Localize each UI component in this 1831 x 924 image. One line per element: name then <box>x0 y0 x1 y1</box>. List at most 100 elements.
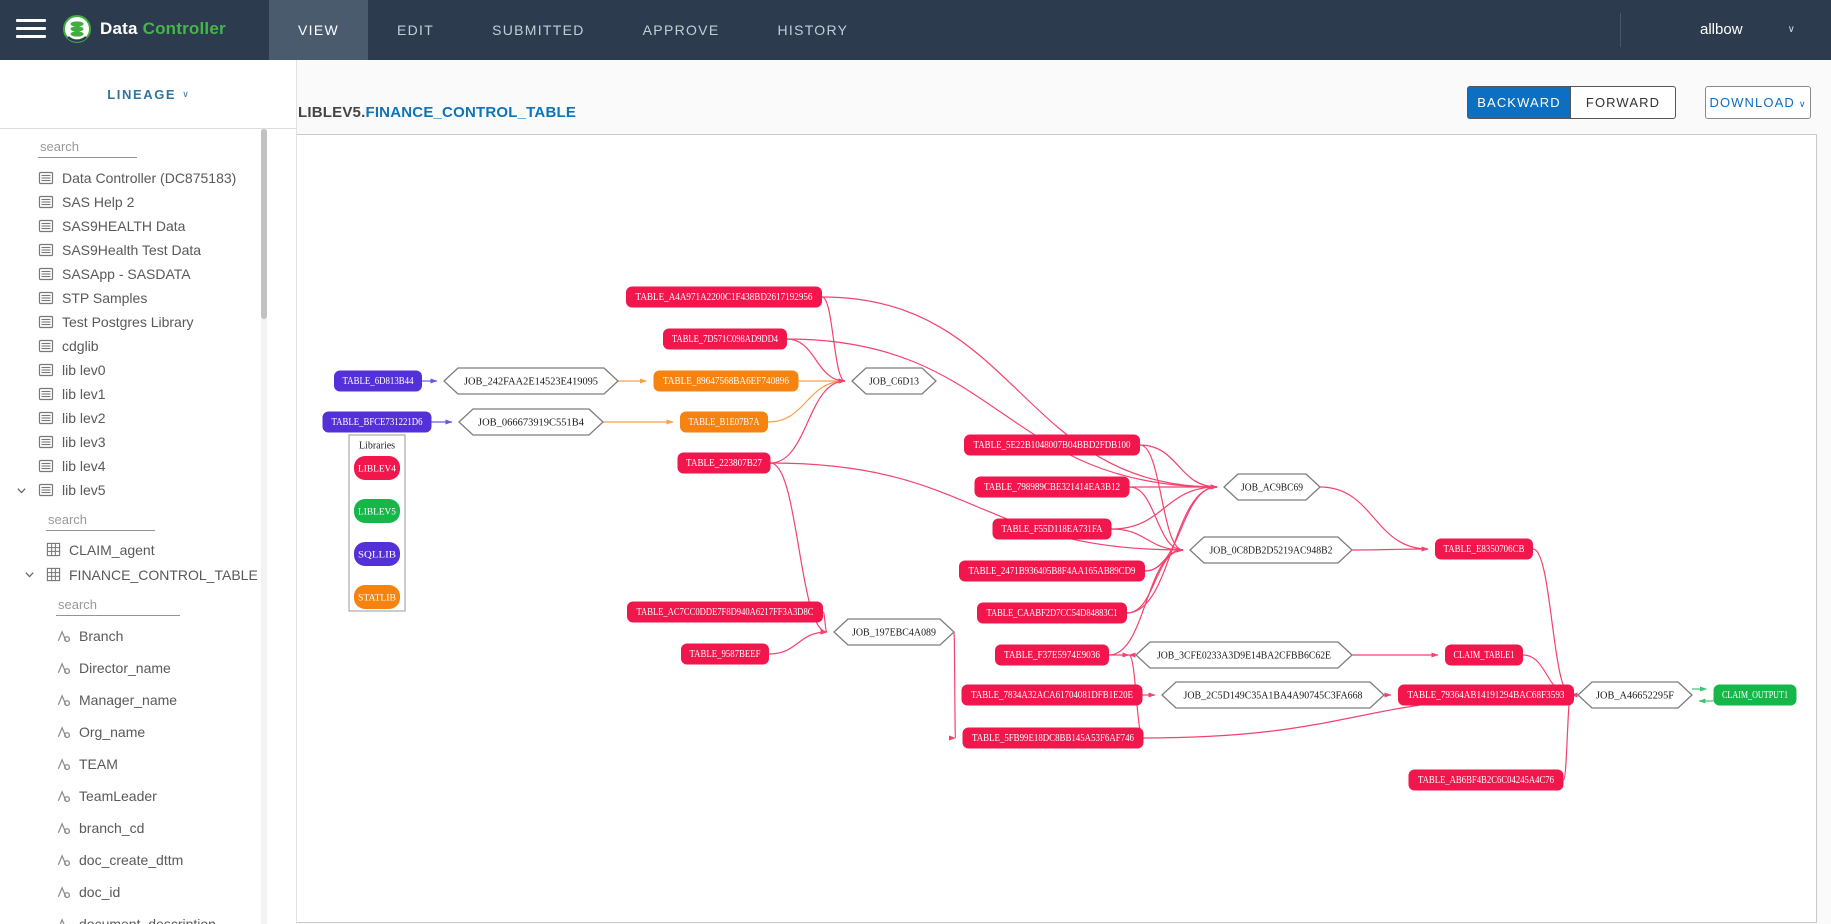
table-label: TABLE_5E22B1048007B04BBD2FDB100 <box>974 440 1131 451</box>
table-node-table_7d571c098ad9dd4[interactable]: TABLE_7D571C098AD9DD4 <box>663 328 787 350</box>
column-search-input[interactable] <box>56 595 180 616</box>
table-node-table_ab6bf4b2c6c04245a4c76[interactable]: TABLE_AB6BF4B2C6C04245A4C76 <box>1408 769 1564 791</box>
backward-button[interactable]: BACKWARD <box>1467 86 1570 119</box>
sidebar-item-library[interactable]: lib lev5 <box>0 478 296 502</box>
library-search-input[interactable] <box>38 137 137 158</box>
user-menu[interactable]: allbow ∨ <box>1620 0 1831 60</box>
table-node-table_79364ab14191294bac68f3593[interactable]: TABLE_79364AB14191294BAC68F3593 <box>1398 684 1574 706</box>
table-node-table_798989cbe321414ea3b12[interactable]: TABLE_798989CBE321414EA3B12 <box>974 476 1130 498</box>
sidebar-item-column[interactable]: doc_create_dttm <box>0 844 296 876</box>
navbar-divider <box>1620 13 1621 47</box>
library-icon <box>38 339 54 353</box>
table-node-table_caabf2d7cc54d84883c1[interactable]: TABLE_CAABF2D7CC54D84883C1 <box>977 602 1127 624</box>
table-label: CLAIM_TABLE1 <box>1454 650 1515 661</box>
sidebar-item-library[interactable]: SAS9HEALTH Data <box>0 214 296 238</box>
legend-swatch <box>354 585 400 609</box>
table-label: TABLE_6D813B44 <box>343 376 415 387</box>
table-node-table_f55d118ea731fa[interactable]: TABLE_F55D118EA731FA <box>992 518 1112 540</box>
sidebar-item-library[interactable]: Test Postgres Library <box>0 310 296 334</box>
table-node-table_7834a32aca61704081dfb1e20e[interactable]: TABLE_7834A32ACA61704081DFB1E20E <box>961 684 1143 706</box>
character-column-icon <box>57 885 71 898</box>
edge-layer <box>421 296 1714 781</box>
table-node-claim_table1[interactable]: CLAIM_TABLE1 <box>1445 644 1523 666</box>
legend-swatch <box>354 456 400 480</box>
tab-submitted[interactable]: SUBMITTED <box>492 22 585 38</box>
sidebar-item-column[interactable]: branch_cd <box>0 812 296 844</box>
library-icon <box>38 195 54 209</box>
job-node-job_0c8db2d5219ac948b2[interactable]: JOB_0C8DB2D5219AC948B2 <box>1189 536 1353 564</box>
job-node-job_a46652295f[interactable]: JOB_A46652295F <box>1577 681 1693 709</box>
table-node-claim_output1[interactable]: CLAIM_OUTPUT1 <box>1713 684 1797 706</box>
table-node-table_ac7cc0dde7f8d940a6217ff3a3d8c[interactable]: TABLE_AC7CC0DDE7F8D940A6217FF3A3D8C <box>627 601 823 623</box>
sidebar-scrollbar[interactable] <box>261 129 267 924</box>
sidebar-item-library[interactable]: SAS9Health Test Data <box>0 238 296 262</box>
sidebar-item-column[interactable]: Manager_name <box>0 684 296 716</box>
job-node-job_3cfe0233a3d9e14ba2cfbb6c62e[interactable]: JOB_3CFE0233A3D9E14BA2CFBB6C62E <box>1135 641 1353 669</box>
download-button[interactable]: DOWNLOAD∨ <box>1705 86 1811 119</box>
job-node-job_2c5d149c35a1ba4a90745c3fa668[interactable]: JOB_2C5D149C35A1BA4A90745C3FA668 <box>1161 681 1385 709</box>
tab-history[interactable]: HISTORY <box>777 22 849 38</box>
sidebar-item-library[interactable]: lib lev2 <box>0 406 296 430</box>
table-node-table_5e22b1048007b04bbd2fdb100[interactable]: TABLE_5E22B1048007B04BBD2FDB100 <box>964 434 1140 456</box>
sidebar-item-column[interactable]: doc_id <box>0 876 296 908</box>
tab-view[interactable]: VIEW <box>269 0 368 60</box>
character-column-icon <box>57 629 71 642</box>
job-node-job_197ebc4a089[interactable]: JOB_197EBC4A089 <box>833 618 955 646</box>
table-node-table_6d813b44[interactable]: TABLE_6D813B44 <box>334 370 422 392</box>
sidebar-scrollbar-thumb[interactable] <box>261 129 267 319</box>
table-node-table_89647568ba6ef740896[interactable]: TABLE_89647568BA6EF740896 <box>653 370 799 392</box>
legend-label: LIBLEV5 <box>358 507 397 517</box>
sidebar-item-library[interactable]: lib lev4 <box>0 454 296 478</box>
sidebar-item-column[interactable]: Org_name <box>0 716 296 748</box>
app-logo[interactable]: Data Controller <box>62 14 226 44</box>
sidebar-item-column[interactable]: document_description <box>0 908 296 924</box>
character-column-icon <box>57 853 71 866</box>
lineage-edge <box>1139 444 1184 553</box>
item-label: document_description <box>79 916 216 924</box>
table-label: TABLE_F37E5974E9036 <box>1004 650 1100 661</box>
tab-approve[interactable]: APPROVE <box>642 22 720 38</box>
sidebar-item-column[interactable]: TeamLeader <box>0 780 296 812</box>
job-node-job_ac9bc69[interactable]: JOB_AC9BC69 <box>1223 473 1321 501</box>
lineage-dropdown[interactable]: LINEAGE ∨ <box>0 60 296 129</box>
item-label: Org_name <box>79 724 146 740</box>
sidebar-item-library[interactable]: lib lev3 <box>0 430 296 454</box>
forward-button[interactable]: FORWARD <box>1570 86 1676 119</box>
sidebar-item-column[interactable]: TEAM <box>0 748 296 780</box>
sidebar-item-column[interactable]: Director_name <box>0 652 296 684</box>
table-node-table_f37e5974e9036[interactable]: TABLE_F37E5974E9036 <box>995 644 1109 666</box>
legend-label: STATLIB <box>358 593 396 603</box>
job-node-job_242faa2e14523e419095[interactable]: JOB_242FAA2E14523E419095 <box>443 367 619 395</box>
sidebar-item-library[interactable]: STP Samples <box>0 286 296 310</box>
sidebar-item-library[interactable]: SAS Help 2 <box>0 190 296 214</box>
sidebar-item-table[interactable]: CLAIM_agent <box>0 537 296 562</box>
legend-swatch <box>354 499 400 523</box>
table-node-table_5fb99e18dc8bb145a53f6af746[interactable]: TABLE_5FB99E18DC8BB145A53F6AF746 <box>962 727 1144 749</box>
sidebar-item-library[interactable]: lib lev0 <box>0 358 296 382</box>
table-node-table_9587beef[interactable]: TABLE_9587BEEF <box>681 643 769 665</box>
sidebar-item-library[interactable]: cdglib <box>0 334 296 358</box>
table-search-input[interactable] <box>46 510 155 531</box>
table-label: TABLE_7834A32ACA61704081DFB1E20E <box>971 690 1133 701</box>
table-node-table_2471b936405b8f4aa165ab89cd9[interactable]: TABLE_2471B936405B8F4AA165AB89CD9 <box>959 560 1145 582</box>
sidebar-item-column[interactable]: Branch <box>0 620 296 652</box>
sidebar-item-library[interactable]: Data Controller (DC875183) <box>0 166 296 190</box>
sidebar-tree: Data Controller (DC875183)SAS Help 2SAS9… <box>0 129 296 924</box>
job-node-job_066673919c551b4[interactable]: JOB_066673919C551B4 <box>458 408 604 436</box>
table-node-table_223807b27[interactable]: TABLE_223807B27 <box>677 452 771 474</box>
table-node-table_bfce731221d6[interactable]: TABLE_BFCE731221D6 <box>322 411 432 433</box>
sidebar-item-library[interactable]: lib lev1 <box>0 382 296 406</box>
character-column-icon <box>57 725 71 738</box>
library-icon <box>38 267 54 281</box>
sidebar-item-library[interactable]: SASApp - SASDATA <box>0 262 296 286</box>
job-node-job_c6d13[interactable]: JOB_C6D13 <box>851 367 937 395</box>
table-node-table_a4a971a2200c1f438bd2617192956[interactable]: TABLE_A4A971A2200C1F438BD2617192956 <box>626 286 822 308</box>
table-node-table_e8350706cb[interactable]: TABLE_E8350706CB <box>1435 538 1533 560</box>
tab-edit[interactable]: EDIT <box>396 22 435 38</box>
library-icon <box>38 363 54 377</box>
table-node-table_b1e07b7a[interactable]: TABLE_B1E07B7A <box>680 411 768 433</box>
item-label: lib lev1 <box>62 386 106 402</box>
lineage-edge <box>1139 444 1218 490</box>
hamburger-menu-icon[interactable] <box>16 19 46 41</box>
sidebar-item-table[interactable]: FINANCE_CONTROL_TABLE <box>0 562 296 587</box>
